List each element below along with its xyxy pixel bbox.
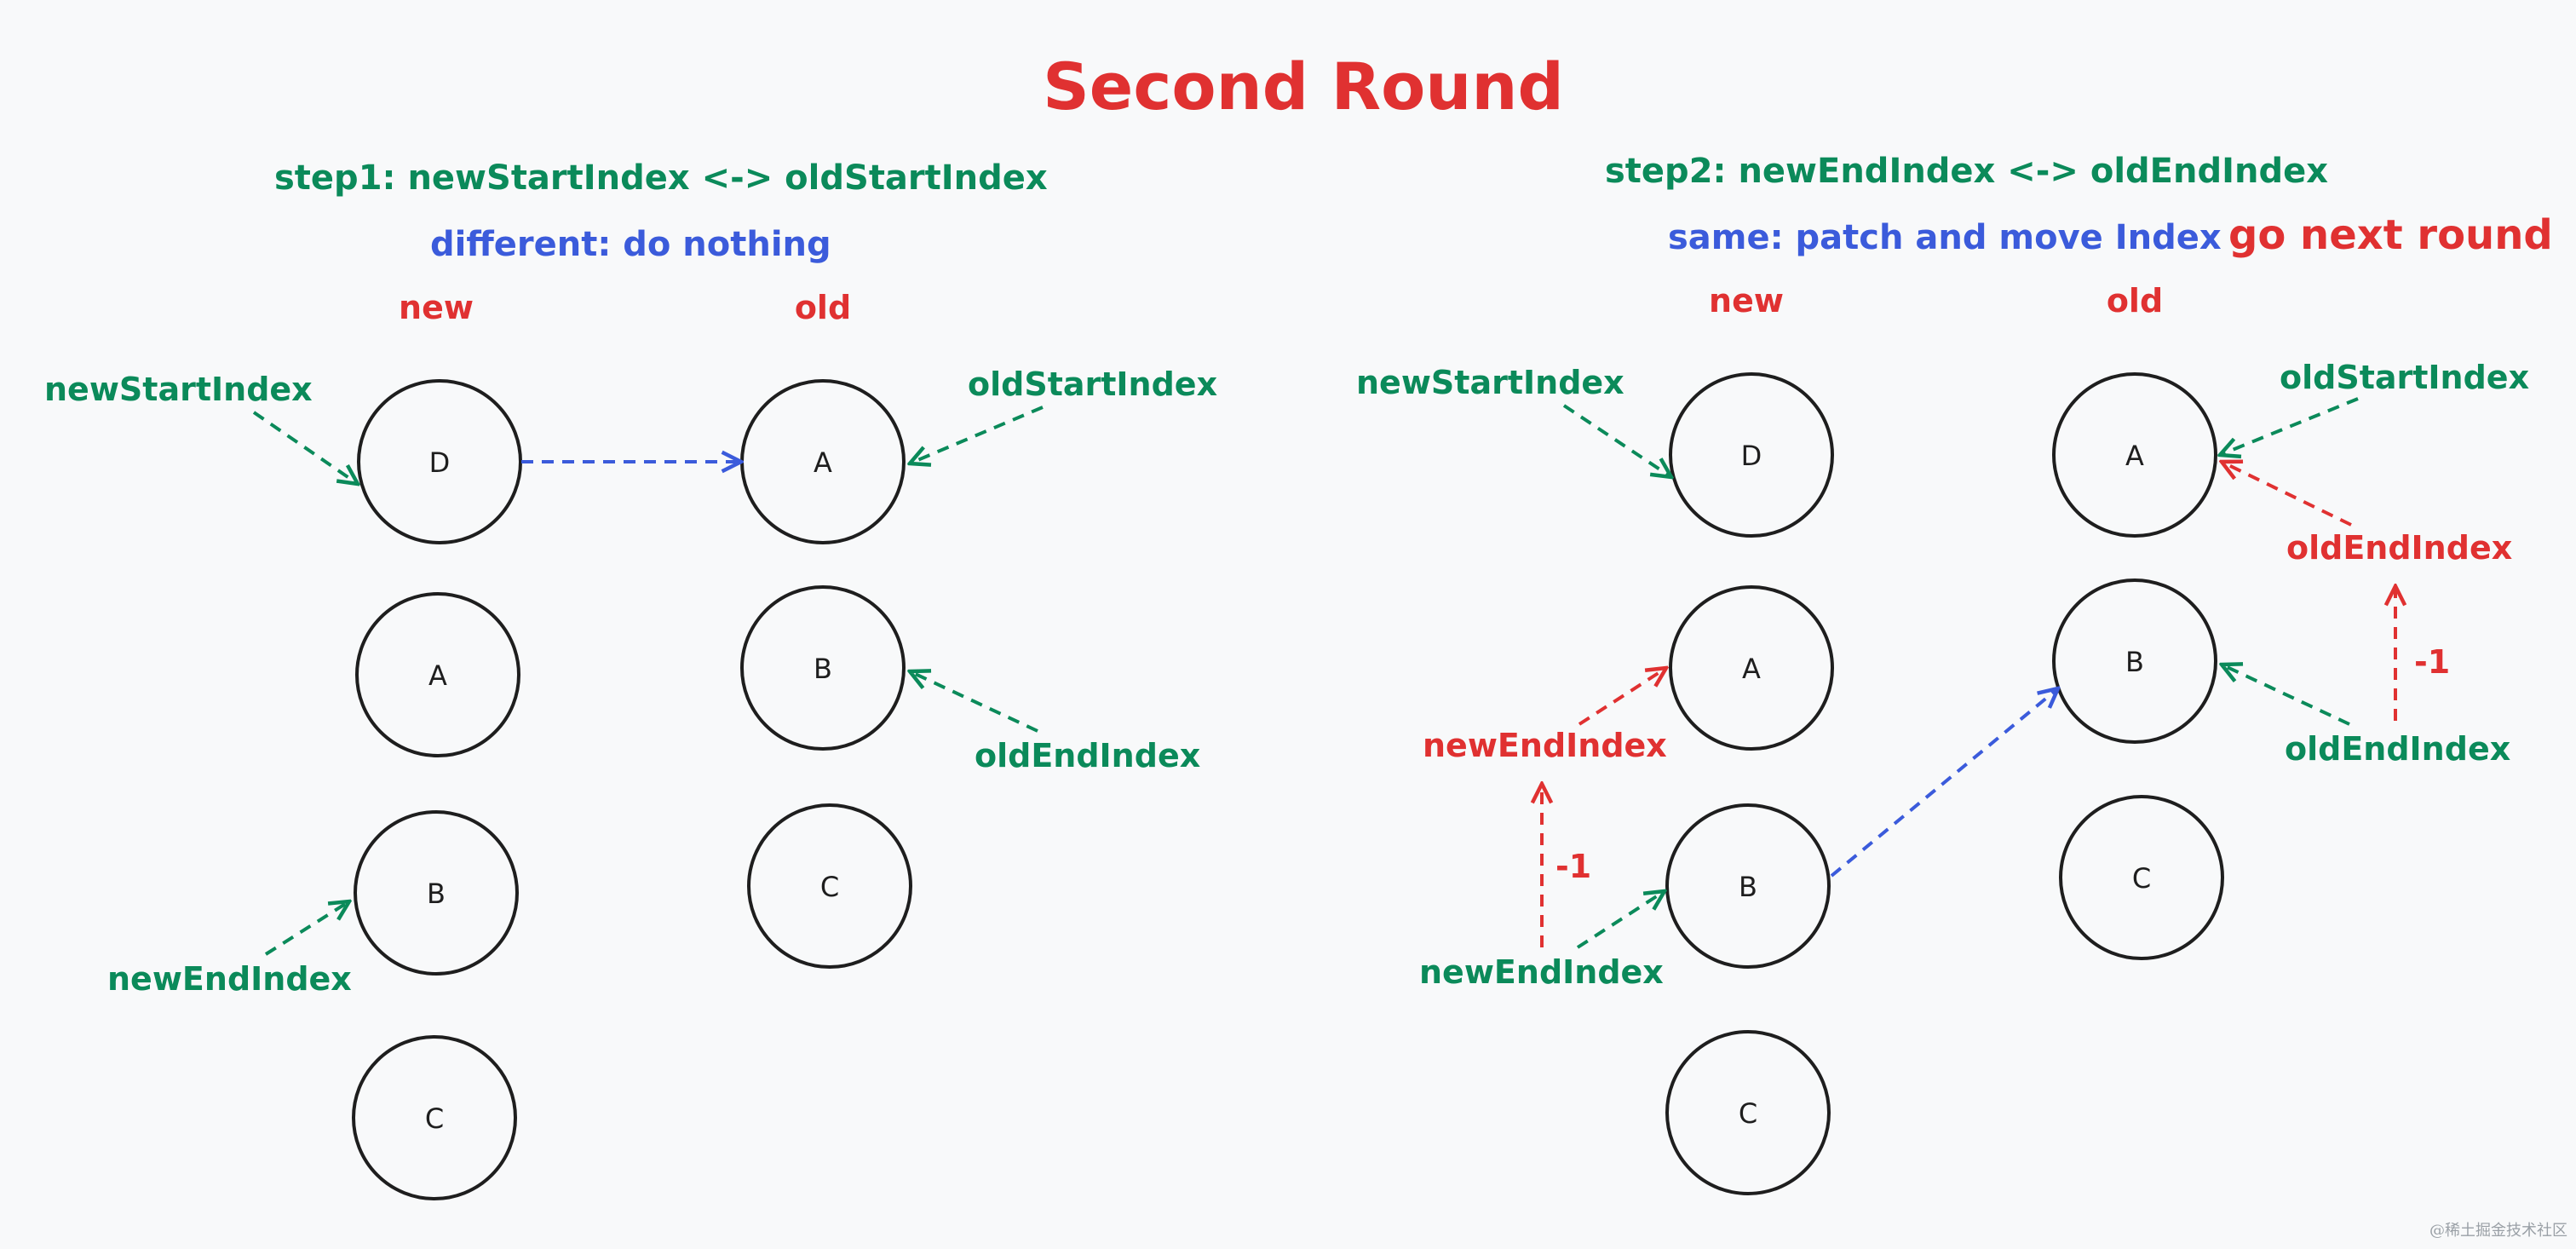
left-old-end-arrow bbox=[910, 671, 1038, 733]
left-old-node-C-label: C bbox=[820, 871, 839, 903]
left-panel: step1: newStartIndex <-> oldStartIndex d… bbox=[44, 158, 1217, 1200]
left-old-node-B: B bbox=[740, 585, 906, 751]
right-old-start-index-label: oldStartIndex bbox=[2280, 359, 2529, 396]
right-minus-one-new-label: -1 bbox=[1555, 848, 1591, 885]
left-old-column-label: old bbox=[795, 289, 851, 326]
right-old-end-updated-arrow bbox=[2222, 462, 2352, 527]
right-old-end-current-arrow bbox=[2222, 665, 2350, 726]
right-new-column-label: new bbox=[1709, 282, 1784, 319]
left-old-start-arrow bbox=[910, 406, 1044, 463]
left-new-node-B-label: B bbox=[427, 878, 446, 910]
right-new-end-index-current-label: newEndIndex bbox=[1419, 953, 1664, 991]
left-step-heading: step1: newStartIndex <-> oldStartIndex bbox=[274, 158, 1048, 198]
left-new-node-A: A bbox=[355, 592, 520, 757]
left-new-end-index-label: newEndIndex bbox=[107, 960, 352, 998]
watermark: @稀土掘金技术社区 bbox=[2429, 1222, 2567, 1240]
left-new-node-D-label: D bbox=[429, 446, 451, 479]
left-new-start-index-label: newStartIndex bbox=[44, 371, 313, 408]
right-old-node-B-label: B bbox=[2125, 646, 2144, 678]
right-old-node-A: A bbox=[2052, 372, 2217, 538]
right-new-node-A-label: A bbox=[1742, 653, 1761, 685]
left-new-column-label: new bbox=[399, 289, 474, 326]
right-new-end-index-updated-label: newEndIndex bbox=[1423, 727, 1667, 764]
right-panel: step2: newEndIndex <-> oldEndIndex same:… bbox=[1356, 152, 2553, 1195]
right-old-column-label: old bbox=[2107, 282, 2163, 319]
right-new-node-D-label: D bbox=[1741, 440, 1762, 472]
right-old-node-C-label: C bbox=[2132, 862, 2151, 895]
left-old-start-index-label: oldStartIndex bbox=[968, 365, 1217, 403]
go-next-round-text: go next round bbox=[2228, 211, 2553, 259]
right-new-node-B: B bbox=[1665, 803, 1831, 969]
left-old-node-A-label: A bbox=[814, 446, 832, 479]
right-new-start-arrow bbox=[1562, 404, 1671, 477]
left-new-end-arrow bbox=[264, 901, 349, 956]
left-result-text: different: do nothing bbox=[430, 225, 831, 264]
right-patch-move-arrow bbox=[1830, 688, 2058, 878]
left-old-node-A: A bbox=[740, 379, 906, 544]
left-new-node-B: B bbox=[354, 810, 519, 976]
right-new-start-index-label: newStartIndex bbox=[1356, 364, 1624, 401]
right-old-node-A-label: A bbox=[2125, 440, 2144, 472]
right-new-end-current-arrow bbox=[1576, 891, 1665, 949]
right-old-start-arrow bbox=[2220, 397, 2359, 455]
left-old-node-C: C bbox=[747, 803, 912, 969]
right-new-end-updated-arrow bbox=[1578, 668, 1666, 726]
left-old-end-index-label: oldEndIndex bbox=[975, 737, 1200, 774]
right-step-heading: step2: newEndIndex <-> oldEndIndex bbox=[1605, 152, 2328, 191]
right-new-node-B-label: B bbox=[1739, 871, 1757, 903]
left-new-node-C-label: C bbox=[425, 1102, 444, 1135]
page-title: Second Round bbox=[1043, 49, 1564, 124]
left-old-node-B-label: B bbox=[814, 653, 832, 685]
right-result-text: same: patch and move Index bbox=[1668, 218, 2222, 257]
left-new-node-A-label: A bbox=[428, 659, 447, 692]
right-old-end-index-updated-label: oldEndIndex bbox=[2286, 529, 2512, 567]
right-new-node-D: D bbox=[1669, 372, 1834, 538]
right-new-node-C-label: C bbox=[1739, 1097, 1757, 1130]
left-new-start-arrow bbox=[252, 411, 358, 484]
right-old-end-index-current-label: oldEndIndex bbox=[2285, 730, 2510, 768]
right-new-node-C: C bbox=[1665, 1030, 1831, 1195]
left-new-node-C: C bbox=[352, 1035, 517, 1200]
right-old-node-C: C bbox=[2059, 795, 2224, 960]
right-minus-one-old-label: -1 bbox=[2414, 643, 2450, 681]
left-new-node-D: D bbox=[357, 379, 522, 544]
right-new-node-A: A bbox=[1669, 585, 1834, 751]
right-old-node-B: B bbox=[2052, 578, 2217, 744]
